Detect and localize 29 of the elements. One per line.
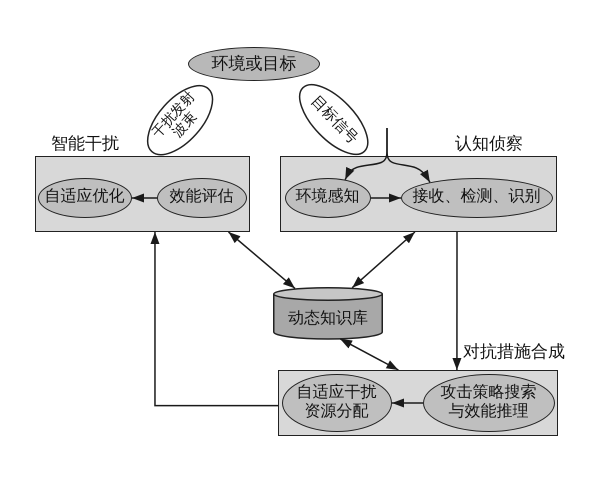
arrow: [371, 194, 401, 202]
arrow: [132, 194, 157, 202]
node-label: 自适应优化: [44, 188, 124, 207]
node-label: 环境感知: [296, 188, 360, 207]
double-arrow: [228, 231, 296, 289]
node-label: 攻击策略搜索与效能推理: [440, 384, 536, 421]
node-label: 目标信号: [307, 92, 361, 148]
panel-heading: 认知侦察: [455, 133, 523, 155]
function-ellipse: [422, 374, 554, 432]
double-arrow: [340, 338, 399, 371]
signal-blob: [146, 84, 214, 156]
node-label: 效能评估: [170, 188, 234, 207]
double-arrow: [352, 231, 416, 288]
node-label: 自适应干扰资源分配: [296, 384, 376, 421]
database-cylinder: [273, 287, 383, 339]
arrow: [150, 232, 278, 406]
node-label: 环境或目标: [212, 54, 296, 74]
panel-heading: 智能干扰: [51, 133, 119, 155]
arrow: [386, 128, 431, 183]
function-ellipse: [156, 178, 246, 218]
node-label: 接收、检测、识别: [412, 188, 540, 207]
function-ellipse: [282, 374, 392, 432]
node-label: 动态知识库: [288, 310, 368, 328]
arrow: [452, 232, 462, 370]
signal-blob: [299, 84, 369, 156]
arrow: [392, 398, 423, 408]
node-label: 干扰发射波束: [150, 88, 202, 143]
function-ellipse: [38, 178, 132, 218]
module-panel: [278, 370, 558, 436]
